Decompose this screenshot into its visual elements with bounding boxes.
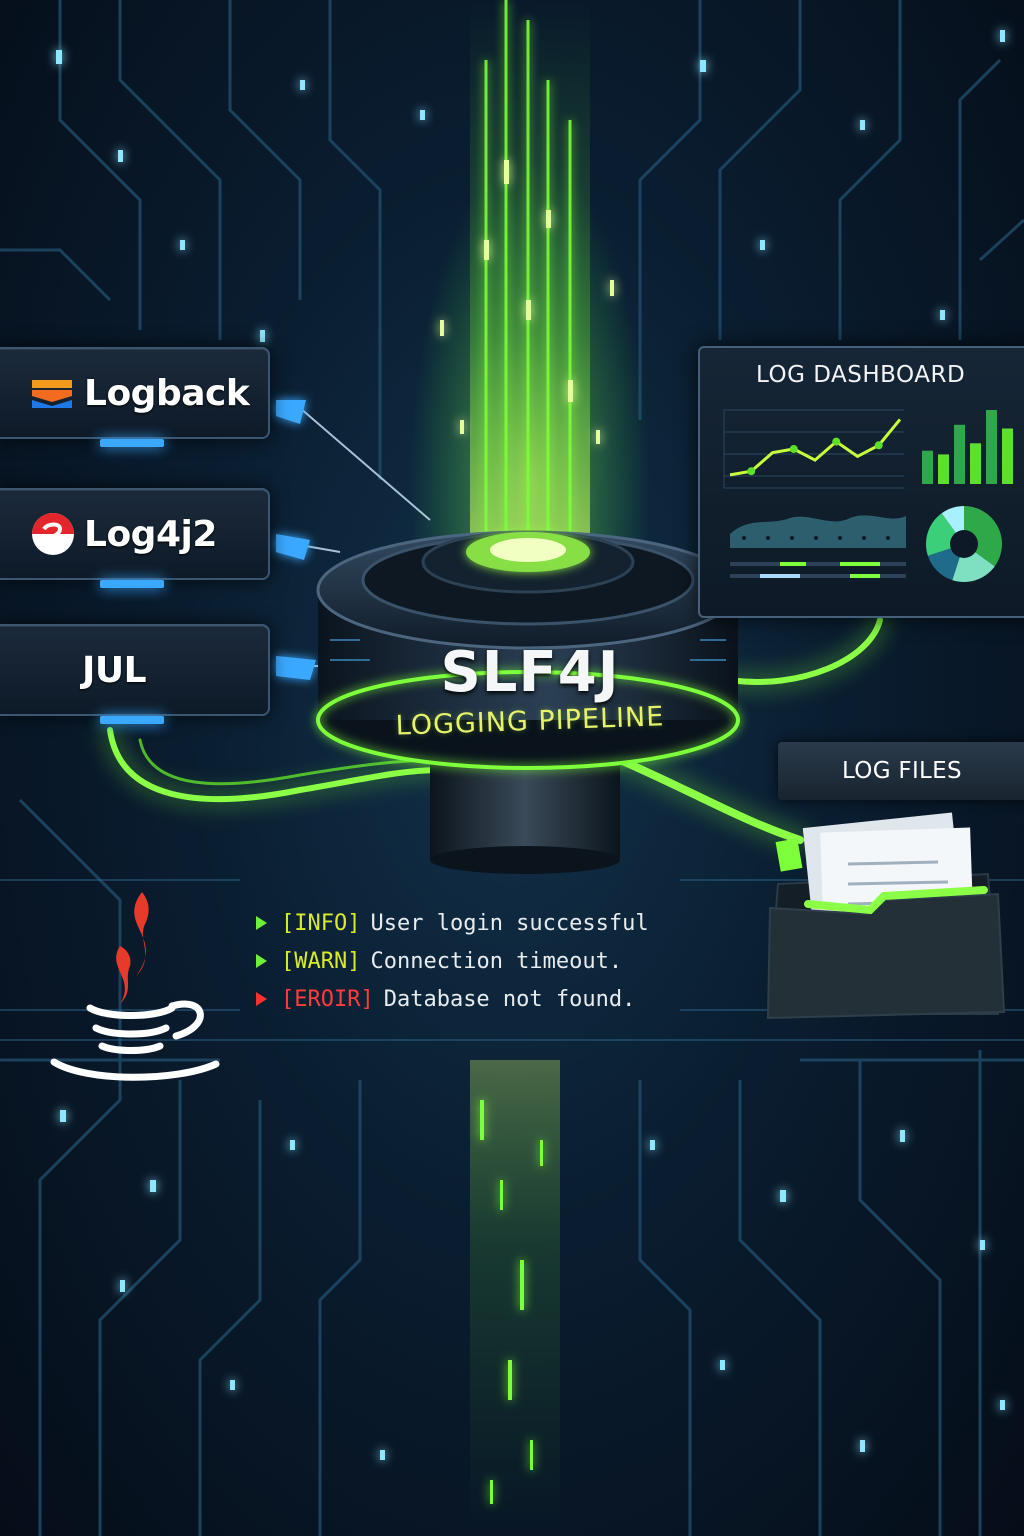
log-files-label: LOG FILES [778,742,1024,800]
dashboard-charts [723,409,1013,582]
dashboard-progress-strips [730,562,906,578]
log-line-error: [EROIR] Database not found. [256,980,649,1018]
log-message: Database not found. [383,986,636,1012]
dashboard-bar [922,450,933,484]
source-panel-jul: JUL [0,624,270,724]
log-arrow-icon [256,916,267,930]
source-label-logback: Logback [84,372,250,414]
dashboard-line-point [747,467,756,476]
log-level: [INFO] [281,910,361,936]
log-arrow-icon [256,992,267,1006]
dashboard-donut-slice [964,506,1002,567]
log-message: Connection timeout. [370,948,623,974]
log4j2-icon [32,513,74,555]
dashboard-bar [1002,428,1013,484]
log-output: [INFO] User login successful [WARN] Conn… [256,904,649,1018]
dashboard-bar [938,454,949,484]
log-level: [EROIR] [281,986,374,1012]
dashboard-bar [970,443,981,484]
log-dashboard-panel: LOG DASHBOARD [698,346,1024,618]
dashboard-area-series [730,515,906,548]
dashboard-line-series [729,418,902,477]
java-cup-icon [50,892,220,1081]
log-line-warn: [WARN] Connection timeout. [256,942,649,980]
log-level: [WARN] [281,948,361,974]
dashboard-line-point [832,437,841,446]
source-label-jul: JUL [82,649,147,691]
folder-icon [766,812,1006,1020]
log-line-info: [INFO] User login successful [256,904,649,942]
logback-icon [32,380,72,408]
dashboard-line-point [789,445,798,453]
hub-title: SLF4J [440,640,620,705]
source-panel-log4j2: Log4j2 [0,488,270,588]
dashboard-line-point [874,441,883,450]
log-message: User login successful [370,910,649,936]
source-panel-logback: Logback [0,347,270,447]
dashboard-bar [986,410,997,484]
source-label-log4j2: Log4j2 [84,513,217,555]
dashboard-bar [954,424,965,484]
log-arrow-icon [256,954,267,968]
dashboard-title: LOG DASHBOARD [756,362,966,388]
